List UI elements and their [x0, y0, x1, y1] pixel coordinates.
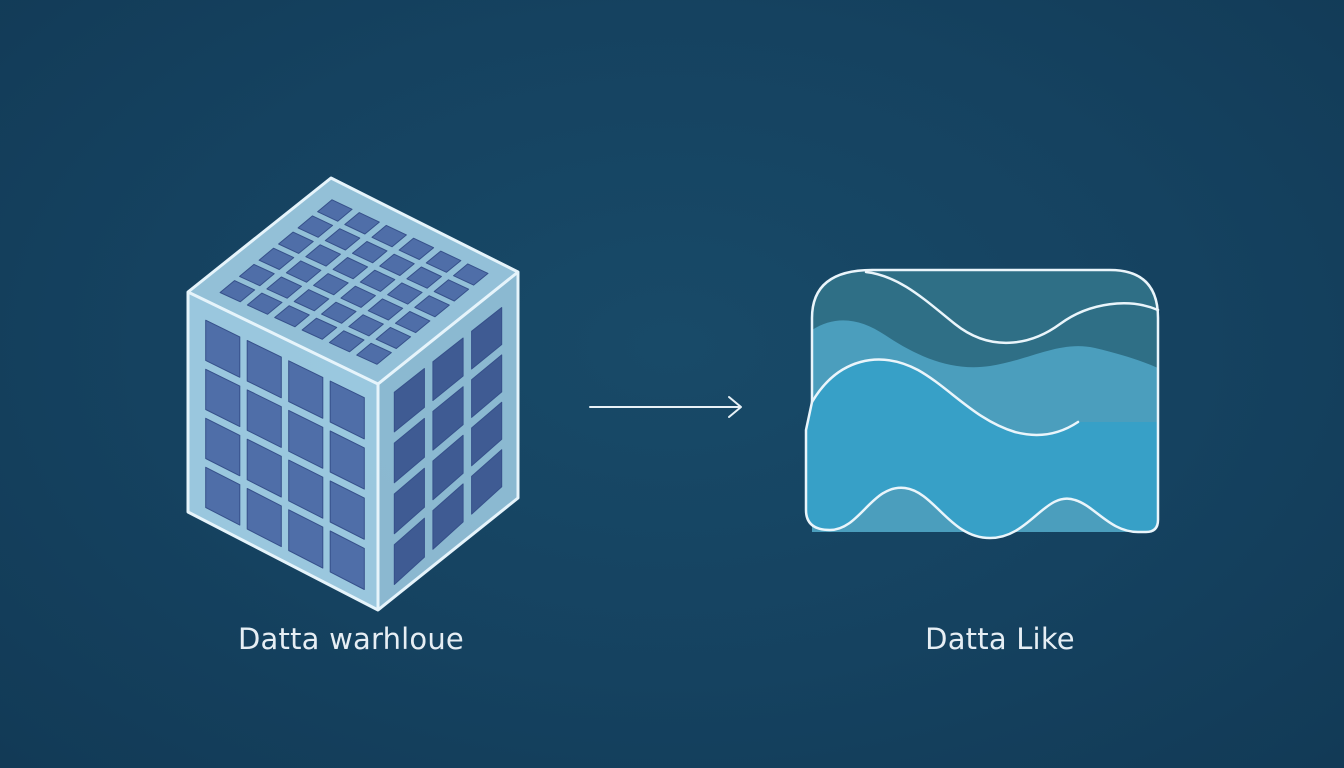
cube-top-block: [348, 314, 384, 337]
cube-side-block: [432, 434, 464, 501]
cube-front-block: [329, 380, 365, 440]
cube-top-block: [367, 298, 404, 321]
data-lake-label: Datta Like: [925, 622, 1075, 656]
cube-top-block: [219, 280, 256, 303]
cube-top-block: [371, 224, 407, 248]
cube-top-block: [340, 285, 376, 308]
cube-front-block: [288, 459, 324, 519]
cube-top-block: [285, 260, 322, 283]
cube-front-block: [246, 438, 282, 498]
cube-top-block: [317, 199, 353, 222]
cube-top-block: [352, 241, 388, 264]
data-lake-waves-icon: [804, 268, 1160, 540]
cube-front-block: [205, 319, 241, 378]
cube-side-block: [471, 449, 503, 515]
data-warehouse-cube-icon: [186, 176, 520, 612]
cube-side-block: [393, 467, 425, 535]
cube-front-block: [288, 509, 324, 569]
cube-top-block: [425, 250, 462, 273]
cube-top-block: [433, 279, 470, 302]
cube-top-block: [246, 292, 283, 315]
cube-top-block: [387, 282, 423, 305]
cube-side-block: [393, 417, 425, 484]
cube-front-block: [246, 340, 282, 399]
cube-top-block: [395, 311, 431, 334]
cube-top-block: [321, 301, 357, 324]
cube-top-block: [344, 212, 380, 235]
cube-top-block: [332, 257, 369, 280]
cube-top-block: [398, 237, 435, 260]
cube-storage-blocks: [205, 199, 503, 590]
cube-top-block: [406, 266, 442, 289]
cube-front-block: [288, 409, 324, 469]
cube-top-block: [274, 305, 310, 328]
cube-side-block: [393, 368, 425, 433]
cube-front-block: [329, 530, 365, 590]
cube-front-block: [246, 488, 282, 548]
cube-front-block: [205, 417, 241, 477]
lake-front-wave: [806, 359, 1158, 538]
cube-top-block: [414, 295, 450, 318]
cube-top-block: [293, 289, 330, 312]
right-arrow-icon: [589, 396, 742, 418]
cube-top-block: [375, 326, 412, 349]
cube-top-block: [356, 342, 392, 365]
data-warehouse-label: Datta warhloue: [238, 622, 464, 656]
cube-top-block: [258, 247, 295, 270]
cube-top-block: [278, 231, 314, 254]
cube-side-block: [471, 401, 503, 467]
cube-side-block: [432, 386, 464, 451]
cube-front-block: [329, 480, 365, 540]
lake-outline: [804, 268, 1160, 540]
cube-top-block: [328, 330, 365, 353]
cube-outline: [186, 176, 520, 612]
cube-top-block: [359, 269, 396, 292]
cube-side-block: [432, 337, 464, 401]
cube-side-block: [393, 517, 425, 585]
cube-top-block: [239, 263, 275, 287]
cube-front-block: [246, 389, 282, 448]
cube-side-block: [471, 307, 503, 370]
cube-top-block: [453, 263, 489, 286]
cube-top-block: [297, 215, 334, 238]
cube-front-block: [205, 368, 241, 428]
cube-top-face: [188, 178, 518, 384]
cube-top-block: [324, 228, 361, 251]
cube-front-block: [288, 360, 324, 419]
cube-front-block: [205, 466, 241, 526]
cube-front-block: [329, 430, 365, 490]
cube-top-block: [301, 317, 338, 340]
cube-top-block: [266, 276, 302, 299]
cube-top-block: [305, 244, 341, 267]
cube-side-block: [432, 483, 464, 550]
cube-top-block: [379, 253, 415, 276]
cube-side-block: [471, 354, 503, 418]
cube-top-block: [313, 273, 349, 296]
